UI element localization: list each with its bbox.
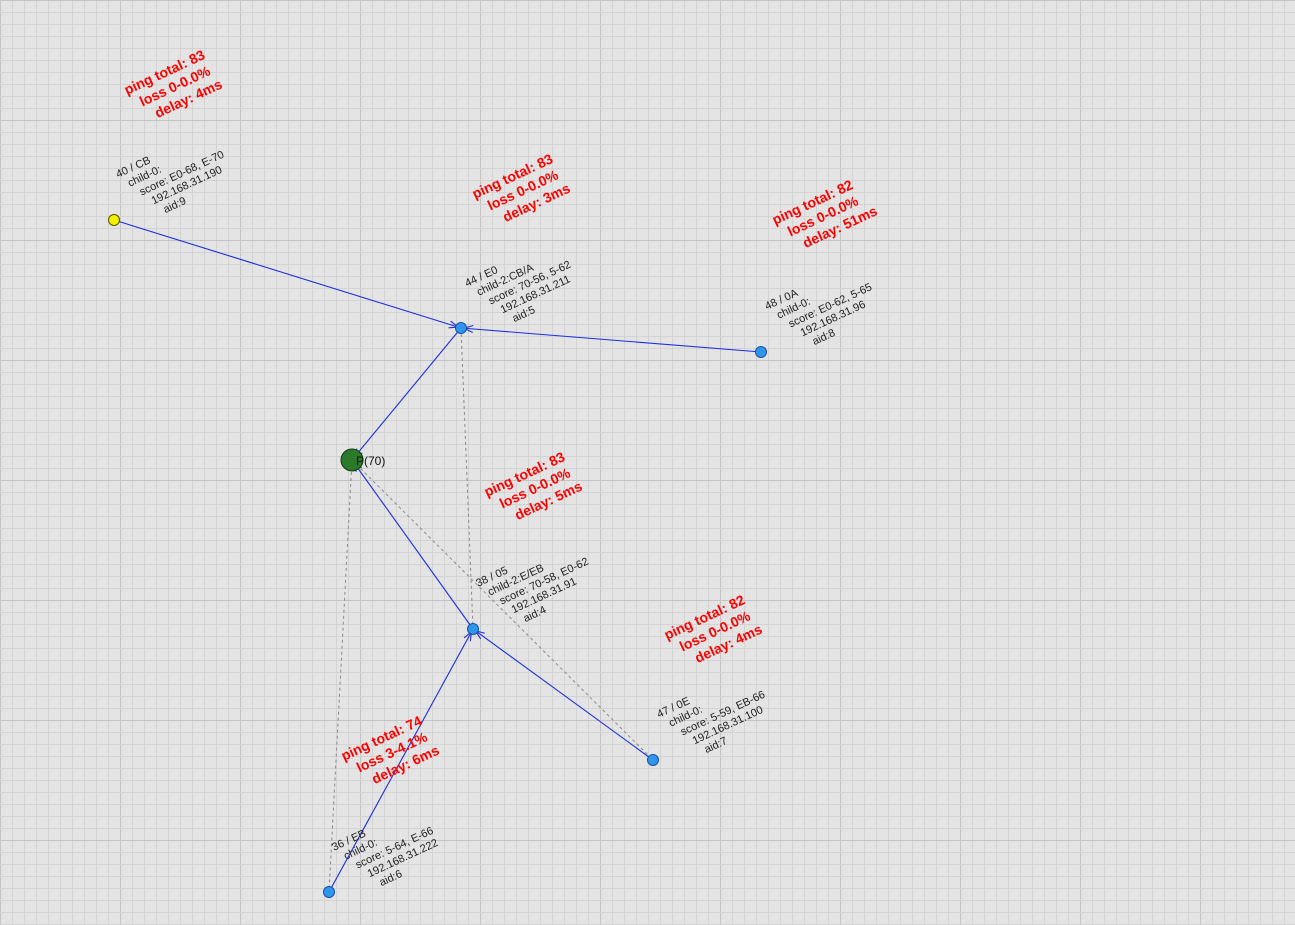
node-circle[interactable] [755, 346, 767, 358]
root-layer: P(70) [340, 448, 385, 472]
ping-label-text: ping total: 83loss 0-0.0%delay: 3ms [470, 149, 573, 233]
link-line [351, 459, 474, 630]
root-label: P(70) [356, 454, 385, 468]
ping-label: ping total: 83loss 0-0.0%delay: 3ms [470, 149, 573, 233]
node-circle[interactable] [455, 322, 467, 334]
link-line [472, 628, 654, 761]
dashed-links-layer [328, 327, 654, 893]
root-node[interactable] [340, 448, 364, 472]
links-layer [113, 219, 762, 893]
node-circle[interactable] [647, 754, 659, 766]
link-line [460, 327, 762, 353]
ping-label-text: ping total: 83loss 0-0.0%delay: 4ms [122, 45, 225, 129]
dashed-link [460, 327, 474, 630]
node-circle[interactable] [108, 214, 120, 226]
dashed-link [328, 459, 353, 893]
ping-label: ping total: 83loss 0-0.0%delay: 4ms [122, 45, 225, 129]
link-line [328, 628, 474, 893]
dashed-link [351, 459, 654, 761]
link-line [351, 327, 462, 461]
link-line [113, 219, 462, 329]
nodes-layer [108, 214, 767, 898]
node-circle[interactable] [323, 886, 335, 898]
node-circle[interactable] [467, 623, 479, 635]
